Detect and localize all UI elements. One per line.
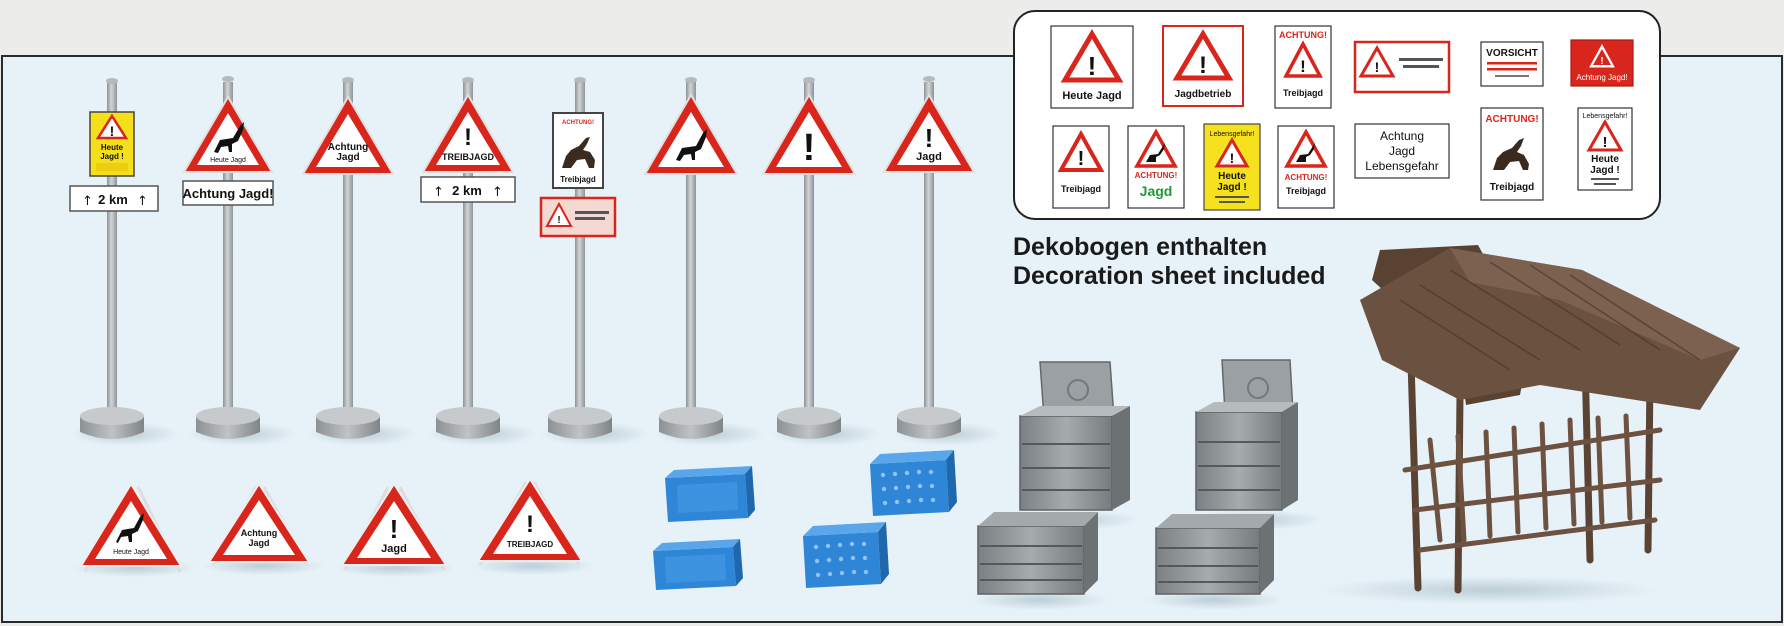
sticker-jagdbetrieb: ! Jagdbetrieb — [1162, 25, 1244, 107]
svg-text:!: ! — [1078, 148, 1085, 170]
wildlife-feeding-rack — [1320, 245, 1740, 604]
sticker-label: Lebensgefahr! — [1583, 113, 1628, 120]
sticker-label: Jagd — [1389, 144, 1415, 158]
sticker-label: ACHTUNG! — [1285, 173, 1328, 182]
pole-sign-achtung-jagd: Achtung Jagd — [301, 77, 417, 446]
decoration-sheet: ! Heute Jagd ! Jagdbetrieb ACHTUNG! ! Tr… — [1013, 10, 1661, 220]
sign-label: TREIBJAGD — [442, 152, 495, 162]
sticker-label: Jagd — [1140, 183, 1173, 199]
pole-sign-danger: ! — [761, 77, 880, 446]
sign-label: Treibjagd — [560, 175, 596, 184]
svg-text:!: ! — [390, 514, 399, 544]
pole-sign-treibjagd-plate: ACHTUNG! Treibjagd ! — [539, 77, 650, 446]
pole-sign-jagd: ! Jagd — [882, 76, 1003, 446]
sticker-achtung-treibjagd-deer: ACHTUNG! Treibjagd — [1277, 125, 1335, 209]
decoration-sheet-stickers: ! Heute Jagd ! Jagdbetrieb ACHTUNG! ! Tr… — [1050, 25, 1634, 211]
pole-sign-deer-achtung-jagd: Heute Jagd Achtung Jagd! — [182, 76, 297, 446]
sticker-label: Heute Jagd — [1062, 90, 1121, 102]
metal-box-closed — [1145, 514, 1285, 610]
sign-label: ACHTUNG! — [562, 120, 594, 126]
aframe-sign-treibjagd: ! TREIBJAGD — [471, 477, 595, 575]
sticker-label: Jagdbetrieb — [1175, 89, 1232, 100]
sticker-wald-und-wege: ! — [1353, 40, 1451, 94]
svg-text:↑: ↑ — [492, 185, 503, 200]
blue-crate-perforated — [803, 522, 889, 588]
sticker-label: ACHTUNG! — [1135, 171, 1178, 180]
svg-text:!: ! — [803, 127, 816, 169]
sign-label: Achtung — [328, 142, 369, 153]
sign-label: Achtung Jagd! — [183, 186, 274, 201]
blue-crate — [665, 466, 755, 522]
metal-box-closed — [970, 512, 1110, 610]
svg-text:↑: ↑ — [137, 194, 148, 209]
sticker-label: VORSICHT — [1486, 48, 1538, 59]
svg-text:!: ! — [925, 123, 934, 153]
sign-label: Jagd — [248, 538, 269, 548]
svg-text:!: ! — [557, 215, 560, 226]
svg-text:!: ! — [1230, 150, 1235, 166]
pole-sign-heute-jagd: ! Heute Jagd ! ↑ 2 km ↑ — [69, 78, 180, 446]
sticker-achtung-treibjagd-stag: ACHTUNG! Treibjagd — [1480, 107, 1544, 201]
svg-text:!: ! — [1300, 57, 1306, 76]
caption-english: Decoration sheet included — [1013, 262, 1326, 290]
svg-text:!: ! — [1375, 59, 1380, 75]
sticker-vorsicht: VORSICHT — [1480, 41, 1544, 87]
sticker-treibjagd: ! Treibjagd — [1052, 125, 1110, 209]
distance-label: 2 km — [98, 192, 128, 207]
svg-text:↑: ↑ — [82, 194, 93, 209]
svg-text:↑: ↑ — [433, 185, 444, 200]
sticker-label: ACHTUNG! — [1485, 114, 1538, 125]
svg-text:!: ! — [1088, 51, 1097, 81]
sign-label: Jagd — [916, 151, 942, 163]
sign-label: Jagd ! — [100, 152, 124, 161]
svg-text:!: ! — [526, 511, 534, 538]
svg-text:!: ! — [1603, 134, 1608, 151]
sign-label: Heute Jagd — [113, 549, 149, 556]
sticker-lebensgefahr-heute-jagd: Lebensgefahr! ! Heute Jagd ! — [1577, 107, 1633, 191]
sticker-text-block: Achtung Jagd Lebensgefahr — [1354, 123, 1450, 179]
sticker-label: Heute — [1591, 154, 1619, 165]
aframe-sign-achtung-jagd: Achtung Jagd — [201, 482, 325, 575]
sticker-label: Achtung — [1380, 129, 1424, 143]
sticker-lebensgefahr-yellow: Lebensgefahr! ! Heute Jagd ! — [1203, 123, 1261, 211]
sticker-achtung-jagd-green: ACHTUNG! Jagd — [1127, 125, 1185, 209]
sticker-label: Treibjagd — [1061, 184, 1101, 194]
sticker-label: Lebensgefahr — [1365, 159, 1438, 173]
sticker-label: Treibjagd — [1286, 186, 1326, 196]
sticker-heute-jagd: ! Heute Jagd — [1050, 25, 1134, 109]
pole-sign-treibjagd: ! TREIBJAGD ↑ 2 km ↑ — [420, 77, 537, 446]
sign-label: TREIBJAGD — [507, 540, 553, 549]
deer-silhouette — [214, 122, 244, 153]
blue-crate-perforated — [870, 450, 957, 516]
blue-crate — [653, 539, 743, 590]
svg-text:!: ! — [1600, 56, 1603, 67]
sign-label: Achtung — [241, 528, 278, 538]
aframe-sign-heute-jagd: Heute Jagd — [73, 482, 197, 577]
sticker-label: Jagd ! — [1590, 165, 1619, 176]
sticker-label: Treibjagd — [1283, 88, 1323, 98]
distance-label: 2 km — [452, 183, 482, 198]
sticker-achtung-jagd-red: ! Achtung Jagd! — [1570, 39, 1634, 87]
caption-german: Dekobogen enthalten — [1013, 233, 1268, 261]
sign-label: Heute Jagd — [210, 157, 246, 164]
sign-label: Jagd — [381, 543, 407, 555]
sticker-label: ACHTUNG! — [1279, 30, 1327, 40]
sticker-achtung-treibjagd: ACHTUNG! ! Treibjagd — [1274, 25, 1332, 109]
svg-text:!: ! — [110, 123, 115, 139]
sticker-label: Treibjagd — [1490, 182, 1534, 193]
sticker-label: Jagd ! — [1217, 182, 1246, 193]
sticker-label: Achtung Jagd! — [1576, 73, 1627, 82]
decoration-caption: Dekobogen enthalten Decoration sheet inc… — [1013, 233, 1326, 291]
sticker-label: Lebensgefahr! — [1210, 131, 1255, 138]
svg-text:!: ! — [464, 124, 472, 151]
sign-label: Jagd — [336, 152, 359, 163]
pole-sign-deer-crossing — [643, 77, 765, 446]
svg-text:!: ! — [1199, 52, 1207, 79]
aframe-sign-jagd: ! Jagd — [334, 482, 458, 577]
sign-label: Heute — [101, 143, 124, 152]
sticker-label: Heute — [1218, 171, 1246, 182]
